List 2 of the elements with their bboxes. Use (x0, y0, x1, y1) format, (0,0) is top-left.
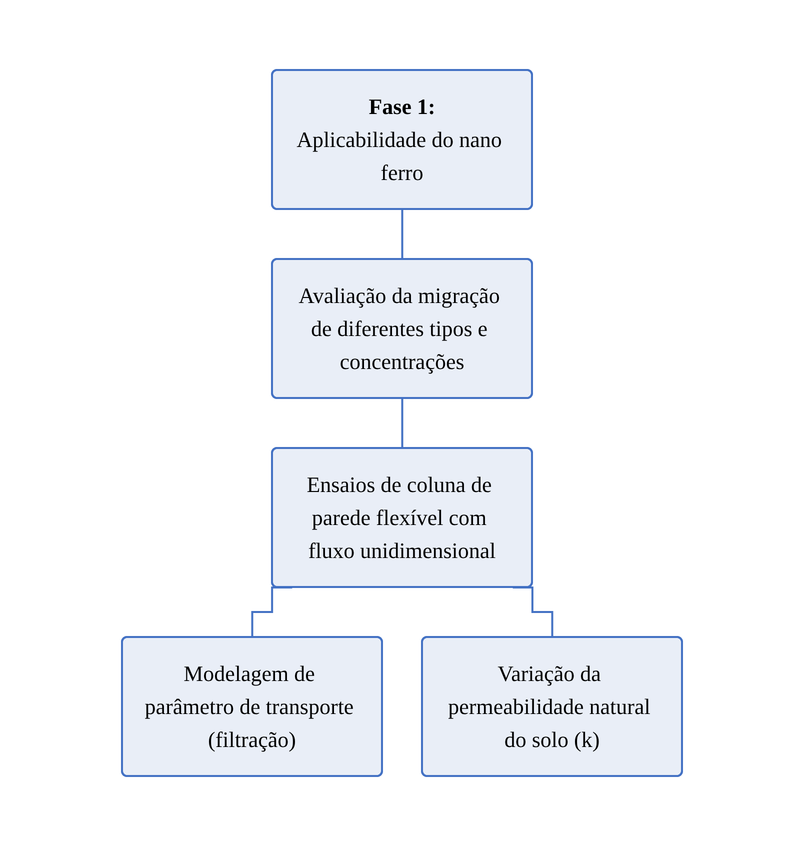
connector (400, 208, 403, 260)
connector (400, 398, 403, 450)
